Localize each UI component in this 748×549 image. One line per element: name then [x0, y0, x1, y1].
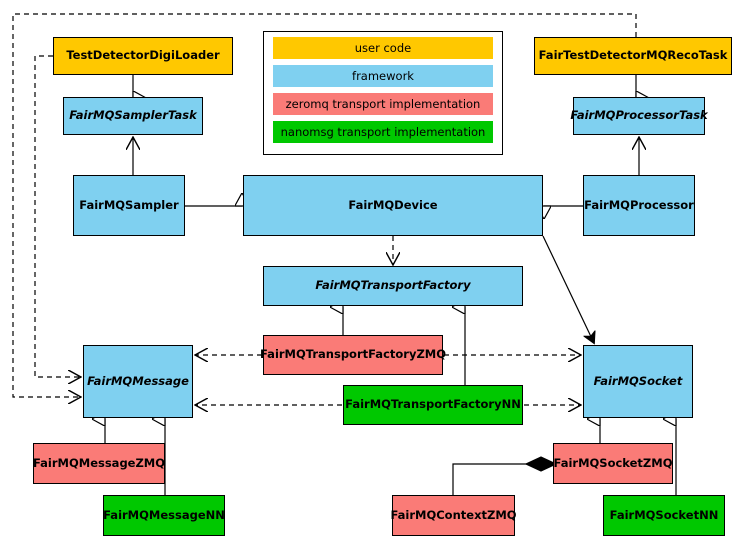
legend-item-zeromq: zeromq transport implementation	[273, 93, 493, 115]
class-node-fairmqtransportfactoryzmq[interactable]: FairMQTransportFactoryZMQ	[260, 335, 446, 375]
edge-socketzmq-aggregates-contextzmq	[452, 456, 558, 495]
class-node-fairmqsocket[interactable]: FairMQSocket	[583, 345, 693, 418]
class-node-fairmqsocketzmq[interactable]: FairMQSocketZMQ	[553, 443, 673, 484]
class-node-fairmqtransportfactorynn[interactable]: FairMQTransportFactoryNN	[343, 385, 523, 425]
legend-label-user-code: user code	[354, 41, 412, 55]
class-node-fairmqsocketnn[interactable]: FairMQSocketNN	[603, 495, 725, 536]
class-node-fairmqprocessor[interactable]: FairMQProcessor	[583, 175, 695, 236]
class-node-fairmqmessage[interactable]: FairMQMessage	[83, 345, 193, 418]
legend-label-zeromq: zeromq transport implementation	[285, 97, 481, 111]
class-node-fairtestdetectormqrecotask[interactable]: FairTestDetectorMQRecoTask	[534, 37, 732, 75]
class-node-fairmqdevice[interactable]: FairMQDevice	[243, 175, 543, 236]
class-node-fairmqsampler[interactable]: FairMQSampler	[73, 175, 185, 236]
class-node-fairmqmessagenn[interactable]: FairMQMessageNN	[103, 495, 225, 536]
class-node-fairmqmessagezmq[interactable]: FairMQMessageZMQ	[33, 443, 165, 484]
class-node-fairmqcontextzmq[interactable]: FairMQContextZMQ	[390, 495, 517, 536]
class-node-fairmqprocessortask[interactable]: FairMQProcessorTask	[570, 97, 708, 135]
legend-item-framework: framework	[273, 65, 493, 87]
class-node-fairmqtransportfactory[interactable]: FairMQTransportFactory	[263, 266, 523, 306]
legend-label-nanomsg: nanomsg transport implementation	[280, 125, 486, 139]
edge-device-uses-socket	[542, 235, 594, 343]
legend-item-nanomsg: nanomsg transport implementation	[273, 121, 493, 143]
legend-item-user-code: user code	[273, 37, 493, 59]
class-node-fairmqsamplertask[interactable]: FairMQSamplerTask	[63, 97, 203, 135]
legend-label-framework: framework	[352, 69, 414, 83]
class-node-testdetectordigiloader[interactable]: TestDetectorDigiLoader	[53, 37, 233, 75]
